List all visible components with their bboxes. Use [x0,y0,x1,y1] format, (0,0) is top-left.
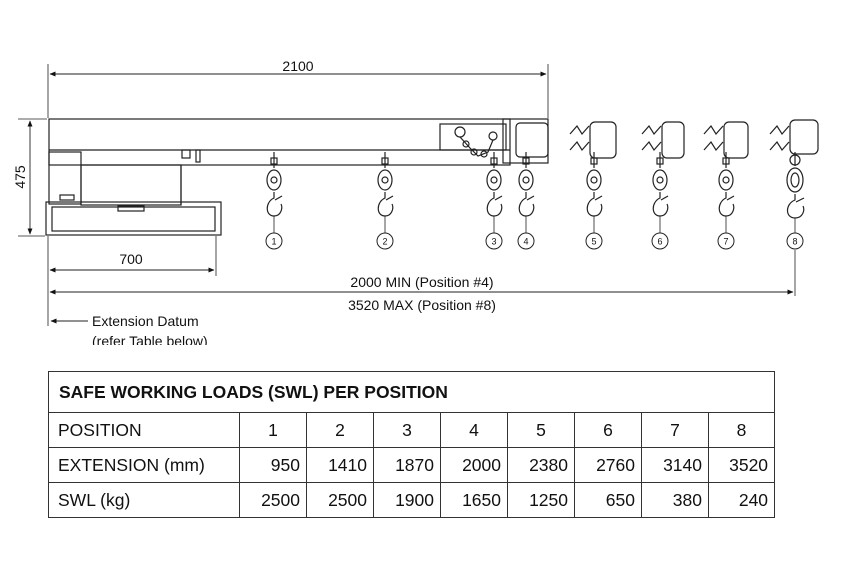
table-cell: 8 [707,412,776,448]
table-cell: 2380 [507,447,575,483]
table-row-swl: SWL (kg) 2500 2500 1900 1650 1250 650 38… [48,482,776,518]
table-row-position: POSITION 1 2 3 4 5 6 7 8 [48,412,776,448]
dim-overall-length: 2100 [282,58,313,74]
position-marker-3: 3 [491,237,496,247]
table-cell: 4 [440,412,508,448]
table-cell: 1870 [373,447,441,483]
table-cell: 2 [306,412,374,448]
hook-icon-7 [718,152,735,233]
table-cell: 1250 [507,482,575,518]
table-cell: 1 [239,412,307,448]
table-cell: 380 [641,482,709,518]
dim-base-length: 700 [119,251,143,267]
table-cell: 1410 [306,447,374,483]
swl-table-title: SAFE WORKING LOADS (SWL) PER POSITION [47,371,776,413]
table-cell: 3 [373,412,441,448]
position-marker-7: 7 [723,237,728,247]
table-cell: 950 [239,447,307,483]
table-row-extension: EXTENSION (mm) 950 1410 1870 2000 2380 2… [48,447,776,483]
datum-note-line2: (refer Table below) [92,333,208,345]
table-cell: 2760 [574,447,642,483]
row-label-swl: SWL (kg) [48,482,240,518]
swl-table: SAFE WORKING LOADS (SWL) PER POSITION PO… [47,371,776,518]
row-label-position: POSITION [48,412,240,448]
position-marker-1: 1 [271,237,276,247]
dim-height: 475 [12,165,28,189]
hook-icon-2 [377,152,394,233]
table-cell: 3140 [641,447,709,483]
carriage-base [45,149,222,236]
position-marker-8: 8 [792,237,797,247]
table-cell: 5 [507,412,575,448]
hook-icon-3 [486,152,503,233]
table-cell: 1650 [440,482,508,518]
table-cell: 3520 [707,447,776,483]
hook-icon-1 [266,152,283,233]
extension-lines [18,64,796,326]
jib-dimension-drawing: 1 2 3 4 5 6 7 8 2100 475 700 2000 MIN (P… [12,58,819,345]
table-cell: 240 [707,482,776,518]
dimension-lines [27,71,794,324]
position-marker-4: 4 [523,237,528,247]
hook-icon-4 [518,152,535,233]
position-marker-5: 5 [591,237,596,247]
datum-note-line1: Extension Datum [92,313,199,329]
dim-max-extension: 3520 MAX (Position #8) [348,297,496,313]
hook-icon-8 [786,152,805,233]
table-cell: 650 [574,482,642,518]
table-cell: 2500 [239,482,307,518]
table-cell: 7 [641,412,709,448]
table-cell: 6 [574,412,642,448]
table-cell: 2000 [440,447,508,483]
main-beam [48,118,549,166]
position-marker-2: 2 [382,237,387,247]
hook-icon-5 [586,152,603,233]
row-label-extension: EXTENSION (mm) [48,447,240,483]
position-markers: 1 2 3 4 5 6 7 8 [265,232,804,250]
position-marker-6: 6 [657,237,662,247]
hook-icons [266,152,805,233]
hook-icon-6 [652,152,669,233]
table-cell: 2500 [306,482,374,518]
swl-table-title-row: SAFE WORKING LOADS (SWL) PER POSITION [47,371,776,413]
table-cell: 1900 [373,482,441,518]
extension-break-sections [569,119,819,159]
dim-min-extension: 2000 MIN (Position #4) [350,274,493,290]
